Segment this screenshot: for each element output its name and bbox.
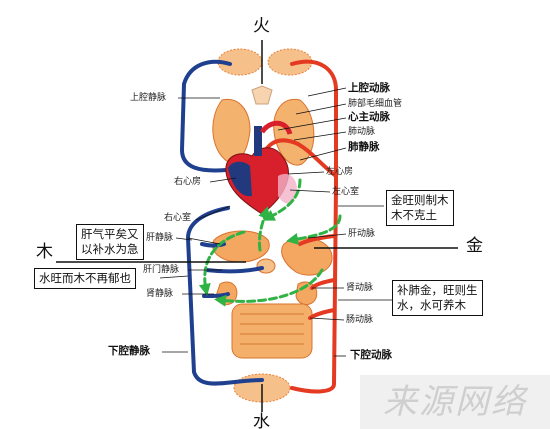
note-metal-strong-line-2: 木不克土 (391, 208, 437, 222)
label-pulmonary-vein: 肺静脉 (348, 141, 380, 153)
label-aorta: 心主动脉 (348, 111, 390, 123)
note-metal-strong: 金旺则制木 木不克土 (386, 190, 454, 226)
note-nourish-metal: 补肺金，旺则生 水，水可养木 (392, 280, 483, 316)
note-liver-calm: 肝气平矣又 以补水为急 (76, 224, 144, 260)
label-hepatic-vein: 肝静脉 (146, 233, 174, 243)
veins (179, 59, 264, 386)
note-metal-strong-line-1: 金旺则制木 (391, 193, 449, 207)
direction-fire: 火 (253, 16, 270, 36)
label-left-atrium: 左心房 (326, 167, 354, 177)
abdominal-organs (212, 230, 333, 305)
label-portal-vein: 肝门静脉 (143, 265, 180, 275)
label-hepatic-artery: 肝动脉 (348, 229, 376, 239)
heart (225, 120, 298, 215)
intestines (231, 303, 313, 359)
label-pulmonary-capillaries: 肺部毛细血管 (348, 99, 403, 109)
label-superior-vena-cava: 上腔静脉 (130, 93, 167, 103)
green-arrows (198, 178, 342, 307)
label-superior-vena-cava-right: 上腔动脉 (348, 82, 390, 94)
lungs (212, 85, 315, 166)
leader-lines (159, 87, 392, 357)
direction-metal: 金 (466, 236, 483, 256)
label-right-atrium: 右心房 (174, 177, 202, 187)
label-pulmonary-artery: 肺动脉 (348, 127, 376, 137)
note-wood-strong: 水旺而木不再郁也 (34, 268, 136, 289)
watermark: 来源网络 (360, 375, 550, 429)
note-liver-calm-line-1: 肝气平矣又 (81, 227, 139, 241)
note-wood-strong-line-1: 水旺而木不再郁也 (39, 271, 131, 285)
direction-water: 水 (253, 412, 270, 429)
label-intestinal-artery: 肠动脉 (346, 315, 374, 325)
note-nourish-metal-line-2: 水，水可养木 (397, 298, 466, 312)
label-left-ventricle: 左心室 (332, 187, 360, 197)
note-liver-calm-line-2: 以补水为急 (81, 242, 139, 256)
note-nourish-metal-line-1: 补肺金，旺则生 (397, 283, 478, 297)
label-inferior-aorta: 下腔动脉 (350, 349, 392, 361)
label-right-ventricle: 右心室 (164, 213, 192, 223)
label-renal-artery: 肾动脉 (346, 283, 374, 293)
axis-lines (56, 40, 458, 412)
label-inferior-vena-cava: 下腔静脉 (108, 345, 150, 357)
label-renal-vein: 肾静脉 (146, 289, 174, 299)
direction-wood: 木 (36, 242, 53, 262)
